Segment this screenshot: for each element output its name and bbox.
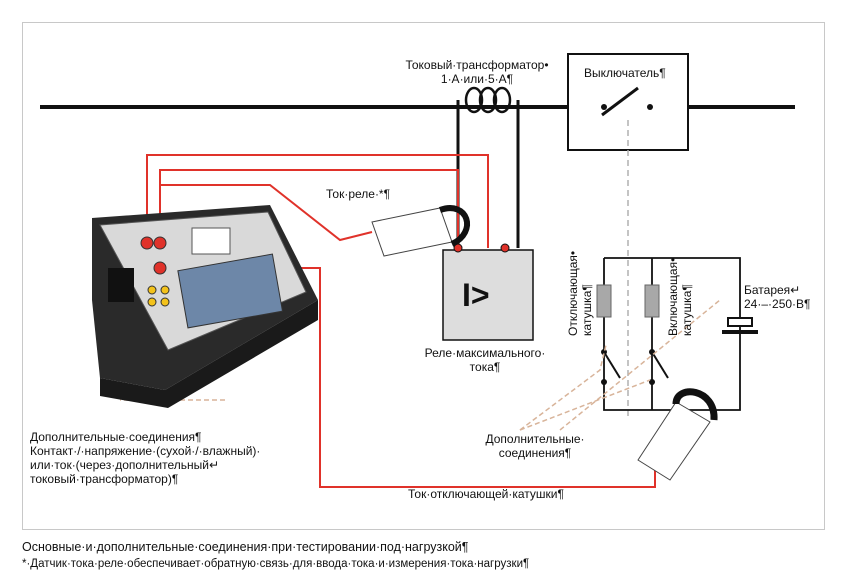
trip-current-label: Ток·отключающей·катушки¶: [408, 487, 564, 501]
relay-label-line1: Реле·максимального·: [424, 346, 546, 360]
trip-coil-label-line1: Отключающая•: [566, 250, 580, 336]
battery-symbol: [722, 317, 758, 334]
ct-label: Токовый·трансформатор• 1·А·или·5·А¶: [392, 58, 562, 86]
close-coil-label-line2: катушка¶: [680, 284, 694, 336]
close-coil-label: Включающая• катушка¶: [666, 258, 694, 336]
relay-current-label: Ток·реле·*¶: [326, 187, 391, 201]
aux-connections-right-label: Дополнительные· соединения¶: [470, 432, 600, 460]
breaker-pin-left: [601, 104, 607, 110]
battery-label: Батарея↵ 24·–·250·В¶: [744, 283, 810, 311]
test-set-instrument: [92, 205, 318, 408]
close-coil: [644, 284, 660, 318]
trip-coil-label: Отключающая• катушка¶: [566, 251, 594, 336]
battery-label-line2: 24·–·250·В¶: [744, 297, 811, 311]
breaker-contact: [601, 86, 639, 117]
diagram-frame: [22, 22, 825, 530]
aux-left-line1: Дополнительные·соединения¶: [30, 430, 202, 444]
aux-left-line2: Контакт·/·напряжение·(сухой·/·влажный)·: [30, 444, 261, 458]
relay-terminal-right: [500, 243, 510, 253]
breaker-pin-right: [647, 104, 653, 110]
caption-title: Основные·и·дополнительные·соединения·при…: [22, 540, 469, 554]
overcurrent-relay-box: [442, 249, 534, 341]
relay-label: Реле·максимального· тока¶: [395, 346, 575, 374]
trip-coil: [596, 284, 612, 318]
close-coil-label-line1: Включающая•: [666, 257, 680, 336]
current-transformer: [464, 86, 512, 114]
trip-current-clamp: [637, 388, 718, 481]
relay-symbol: I>: [462, 277, 490, 313]
relay-label-line2: тока¶: [469, 360, 501, 374]
relay-current-clamp: [371, 205, 471, 257]
breaker-label: Выключатель¶: [584, 66, 666, 80]
aux-right-line1: Дополнительные·: [485, 432, 585, 446]
battery-label-line1: Батарея↵: [744, 283, 801, 297]
close-switch: [649, 349, 669, 385]
caption-note: *·Датчик·тока·реле·обеспечивает·обратную…: [22, 558, 530, 570]
trip-switch: [601, 349, 621, 385]
aux-left-line4: токовый·трансформатор)¶: [30, 472, 179, 486]
aux-right-line2: соединения¶: [498, 446, 572, 460]
ct-label-line1: Токовый·трансформатор•: [405, 58, 549, 72]
trip-coil-label-line2: катушка¶: [580, 284, 594, 336]
aux-left-line3: или·ток·(через·дополнительный↵: [30, 458, 220, 472]
ct-label-line2: 1·А·или·5·А¶: [440, 72, 514, 86]
aux-connections-left-label: Дополнительные·соединения¶ Контакт·/·нап…: [30, 430, 260, 486]
